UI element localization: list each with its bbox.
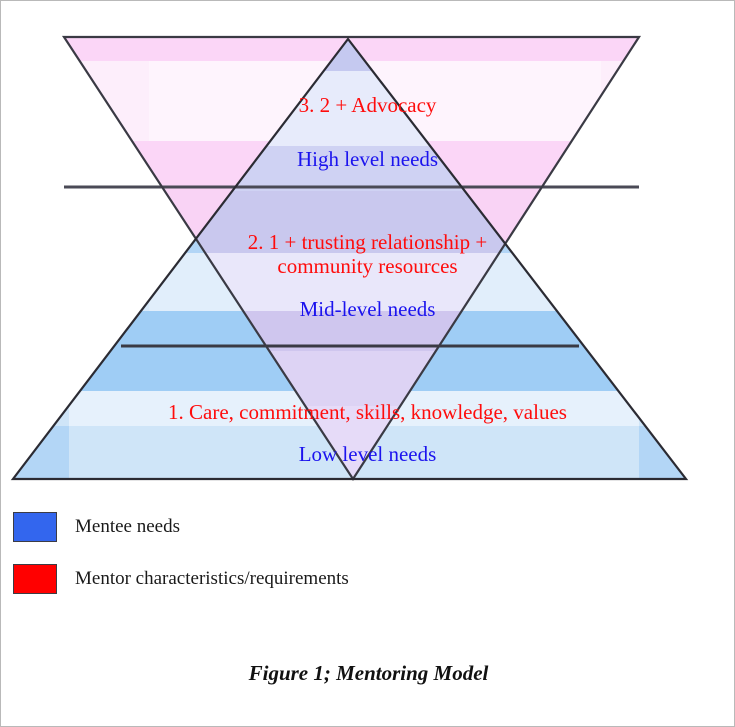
legend-swatch-mentor [13,564,57,594]
legend-swatch-mentee [13,512,57,542]
mentor-triangle-outline [61,35,642,482]
legend-label-mentee: Mentee needs [75,516,180,537]
legend-label-mentor: Mentor characteristics/requirements [75,568,349,589]
legend-item-mentor: Mentor characteristics/requirements [13,553,713,605]
legend: Mentee needs Mentor characteristics/requ… [13,501,713,605]
figure-caption: Figure 1; Mentoring Model [248,661,489,685]
mentee-triangle-outline [10,37,689,481]
legend-item-mentee: Mentee needs [13,501,713,553]
mentoring-model-diagram [10,35,689,482]
